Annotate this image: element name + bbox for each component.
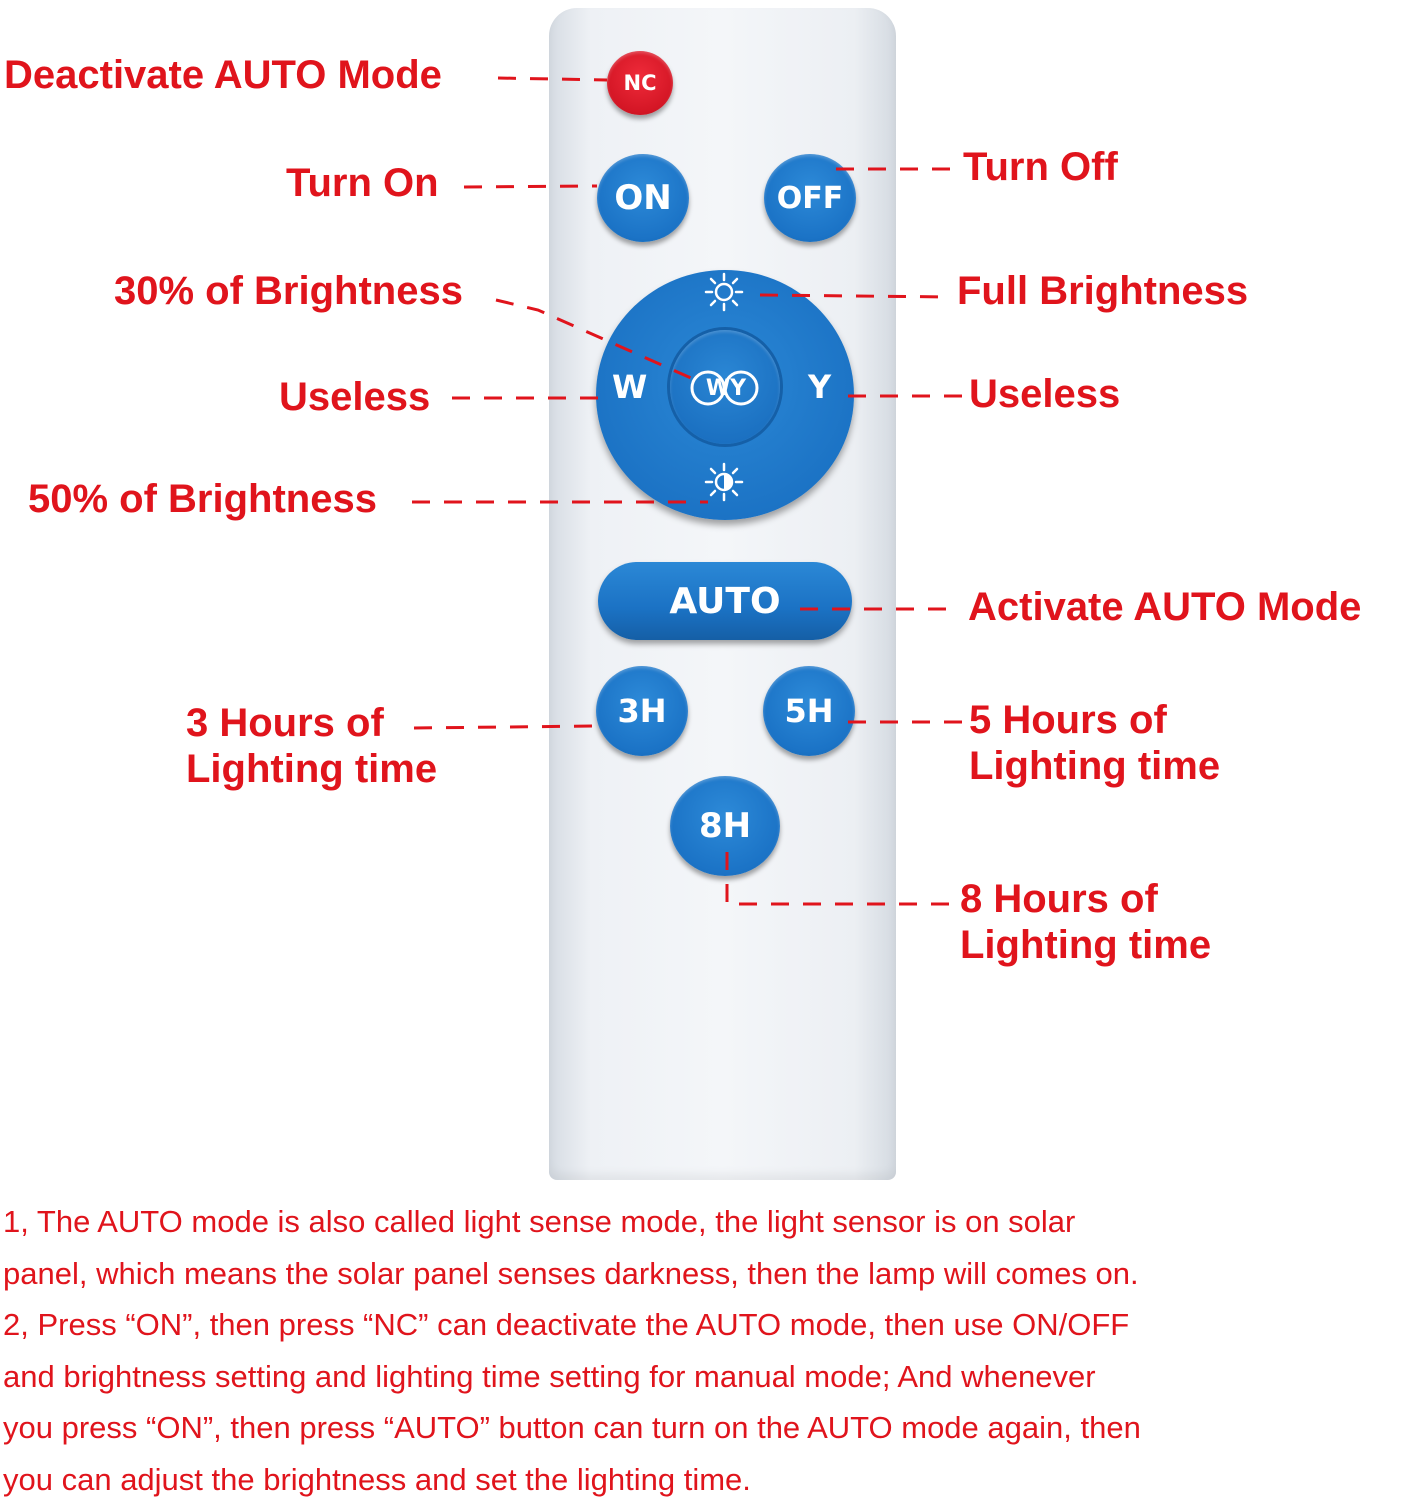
label-8-hours: 8 Hours of Lighting time — [960, 876, 1211, 968]
label-turn-off: Turn Off — [963, 144, 1118, 190]
label-3-hours-line2: Lighting time — [186, 746, 437, 792]
auto-button[interactable]: AUTO — [598, 562, 852, 640]
label-3-hours-line1: 3 Hours of — [186, 700, 437, 746]
label-30-brightness: 30% of Brightness — [114, 268, 463, 314]
label-full-brightness: Full Brightness — [957, 268, 1248, 314]
note-line: 1, The AUTO mode is also called light se… — [3, 1196, 1423, 1248]
label-turn-on: Turn On — [286, 160, 439, 206]
on-button[interactable]: ON — [597, 154, 689, 242]
label-useless-left: Useless — [279, 374, 430, 420]
5h-button[interactable]: 5H — [763, 666, 855, 756]
label-5-hours-line2: Lighting time — [969, 743, 1220, 789]
y-button[interactable]: Y — [808, 368, 831, 406]
half-brightness-sun-icon[interactable] — [704, 462, 744, 502]
note-line: panel, which means the solar panel sense… — [3, 1248, 1423, 1300]
wy-center-label: WY — [688, 368, 764, 408]
note-line: and brightness setting and lighting time… — [3, 1351, 1423, 1403]
label-5-hours-line1: 5 Hours of — [969, 697, 1220, 743]
label-useless-right: Useless — [969, 371, 1120, 417]
nc-button[interactable]: NC — [607, 51, 673, 115]
note-line: 2, Press “ON”, then press “NC” can deact… — [3, 1299, 1423, 1351]
label-5-hours: 5 Hours of Lighting time — [969, 697, 1220, 789]
full-brightness-sun-icon[interactable] — [704, 272, 744, 312]
note-line: you press “ON”, then press “AUTO” button… — [3, 1402, 1423, 1454]
w-button[interactable]: W — [612, 368, 647, 406]
off-button[interactable]: OFF — [764, 154, 856, 242]
label-8-hours-line1: 8 Hours of — [960, 876, 1211, 922]
label-deactivate-auto: Deactivate AUTO Mode — [4, 52, 442, 98]
8h-button[interactable]: 8H — [670, 776, 780, 876]
label-3-hours: 3 Hours of Lighting time — [186, 700, 437, 792]
3h-button[interactable]: 3H — [596, 666, 688, 756]
label-8-hours-line2: Lighting time — [960, 922, 1211, 968]
instruction-notes: 1, The AUTO mode is also called light se… — [3, 1196, 1423, 1505]
label-50-brightness: 50% of Brightness — [28, 476, 377, 522]
label-activate-auto: Activate AUTO Mode — [968, 584, 1361, 630]
note-line: you can adjust the brightness and set th… — [3, 1454, 1423, 1505]
